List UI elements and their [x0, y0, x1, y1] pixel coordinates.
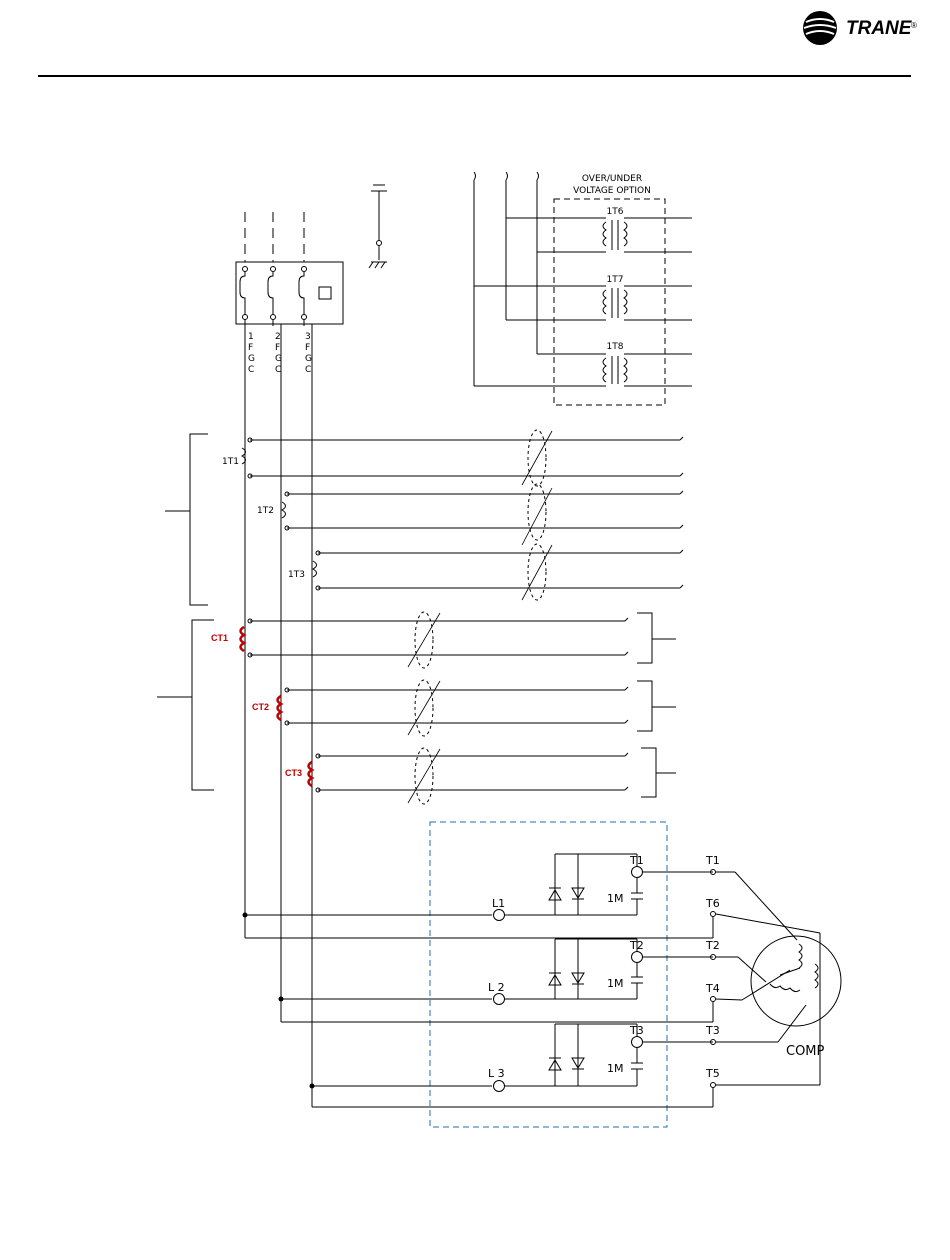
- starter-phase-2: [494, 939, 714, 1005]
- motor-terminal-t1: T1: [705, 854, 720, 867]
- motor-windings: [770, 944, 818, 992]
- svg-text:C: C: [248, 365, 254, 375]
- right-bracket-2: [637, 681, 652, 731]
- contactor-label-2: 1M: [607, 977, 624, 990]
- svg-text:F: F: [248, 343, 253, 353]
- starter-t2-label: T2: [629, 939, 644, 952]
- terminal-label-l3: L 3: [488, 1067, 505, 1080]
- svg-text:1: 1: [248, 332, 254, 342]
- svg-text:C: C: [305, 365, 311, 375]
- ct-label-1t2: 1T2: [257, 506, 274, 516]
- bracket-ct-group-2: [192, 620, 214, 790]
- option-title-line2: VOLTAGE OPTION: [573, 186, 651, 196]
- ct-label-ct2: CT2: [252, 702, 269, 712]
- transformer-label-1t6: 1T6: [607, 207, 624, 217]
- terminal-label-l1: L1: [492, 897, 505, 910]
- svg-text:F: F: [275, 343, 280, 353]
- contactor-label-1: 1M: [607, 892, 624, 905]
- motor-terminals: [711, 870, 821, 1108]
- starter-t3-label: T3: [629, 1024, 644, 1037]
- option-title-line1: OVER/UNDER: [582, 174, 642, 184]
- ct-1t-lines: [242, 437, 683, 590]
- ct-label-1t1: 1T1: [222, 457, 239, 467]
- transformer-1t6: [603, 220, 627, 250]
- bracket-ct-group-1: [190, 434, 208, 605]
- ct-red-lines: [248, 618, 628, 792]
- svg-text:F: F: [305, 343, 310, 353]
- shield-1t-1: [528, 430, 546, 600]
- svg-text:G: G: [305, 354, 312, 364]
- motor-terminal-t5: T5: [705, 1067, 720, 1080]
- motor-label: COMP: [786, 1044, 825, 1059]
- fuse-1: [240, 267, 248, 320]
- svg-text:G: G: [275, 354, 282, 364]
- motor-terminal-t6: T6: [705, 897, 720, 910]
- transformer-label-1t8: 1T8: [607, 342, 624, 352]
- starter-phase-3: [494, 1024, 714, 1092]
- ct-label-ct1: CT1: [211, 633, 228, 643]
- ct-label-ct3: CT3: [285, 768, 302, 778]
- transformer-label-1t7: 1T7: [607, 275, 624, 285]
- transformer-1t7: [603, 288, 627, 318]
- motor-terminal-t3: T3: [705, 1024, 720, 1037]
- contactor-label-3: 1M: [607, 1062, 624, 1075]
- right-bracket-1: [637, 613, 652, 663]
- fuse-3: [299, 267, 307, 320]
- aux-contact: [319, 287, 331, 299]
- svg-text:3: 3: [305, 332, 311, 342]
- starter-t1-label: T1: [629, 854, 644, 867]
- terminal-label-l2: L 2: [488, 981, 505, 994]
- motor-terminal-t4: T4: [705, 982, 720, 995]
- disconnect-block: [236, 262, 343, 324]
- svg-text:G: G: [248, 354, 255, 364]
- motor-terminal-t2: T2: [705, 939, 720, 952]
- starter-phase-1: [494, 854, 714, 921]
- transformer-1t8: [603, 356, 627, 384]
- voltage-supply-lines: [474, 172, 692, 386]
- starter-box: [430, 822, 667, 1127]
- ground-icon: [369, 185, 387, 268]
- voltage-option-box: [554, 199, 665, 405]
- ct-label-1t3: 1T3: [288, 570, 305, 580]
- svg-text:C: C: [275, 365, 281, 375]
- fuse-2: [268, 267, 276, 320]
- right-bracket-3: [641, 748, 656, 797]
- fuse-labels: 1 F G C 2 F G C 3 F G C: [248, 332, 312, 375]
- svg-text:2: 2: [275, 332, 281, 342]
- incoming-supply-lines: [245, 212, 304, 262]
